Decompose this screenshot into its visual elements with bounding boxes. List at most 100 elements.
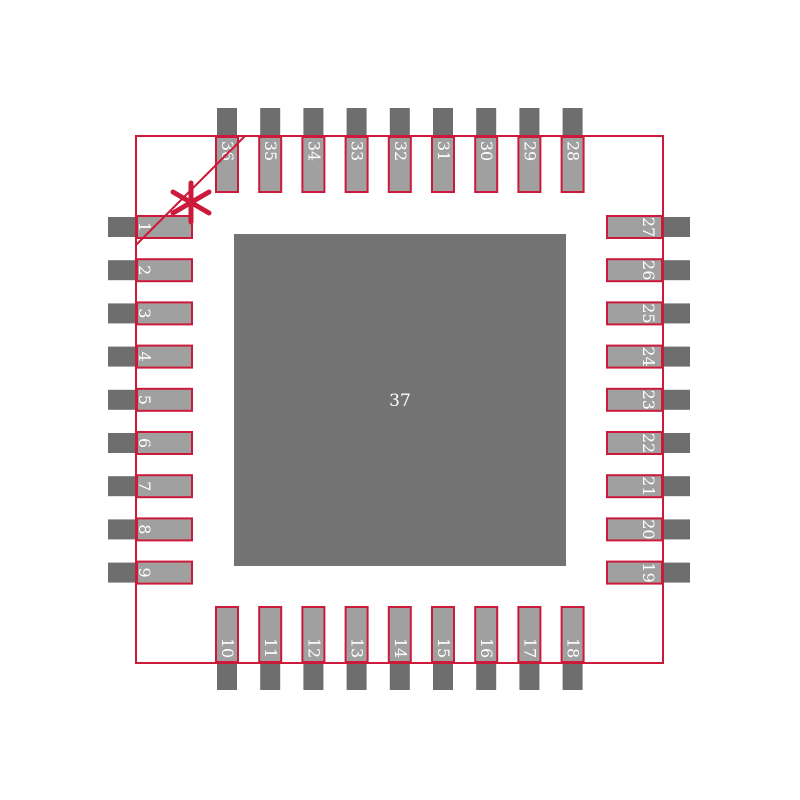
- pin-lead-15: [433, 662, 453, 690]
- pin-lead-31: [433, 108, 453, 138]
- pin-lead-7: [108, 476, 138, 497]
- pin-pad-21: [606, 474, 663, 499]
- pin-label-7: 7: [135, 481, 154, 491]
- pin-label-1: 1: [135, 222, 154, 232]
- pin-pad-4: [136, 344, 193, 369]
- pin-pad-8: [136, 517, 193, 542]
- pin-label-22: 22: [639, 433, 658, 453]
- pin-pad-14: [387, 606, 412, 663]
- pin-pad-19: [606, 560, 663, 585]
- pin-label-8: 8: [135, 524, 154, 534]
- pin-lead-5: [108, 389, 138, 410]
- pin-lead-19: [662, 562, 690, 583]
- pin-pad-5: [136, 387, 193, 412]
- pin-lead-21: [662, 476, 690, 497]
- pin-lead-18: [562, 662, 583, 690]
- pin-lead-29: [519, 108, 540, 138]
- pin-label-32: 32: [391, 141, 410, 161]
- pin-label-2: 2: [135, 265, 154, 275]
- pin-pad-18: [560, 606, 585, 663]
- pin-pad-15: [431, 606, 455, 663]
- pin-label-12: 12: [304, 638, 323, 658]
- pin-lead-17: [519, 662, 540, 690]
- pin-pad-9: [136, 560, 193, 585]
- pin-label-27: 27: [639, 217, 658, 237]
- pin-lead-3: [108, 303, 138, 324]
- pin-pad-30: [474, 136, 499, 193]
- pin-label-15: 15: [434, 638, 453, 658]
- pin-pad-23: [606, 387, 663, 412]
- pin-lead-22: [662, 433, 690, 453]
- pin-pad-35: [258, 136, 283, 193]
- pin-label-35: 35: [261, 141, 280, 161]
- pin-lead-20: [662, 519, 690, 540]
- pin-label-23: 23: [639, 390, 658, 410]
- pin-label-24: 24: [639, 346, 658, 366]
- pin-lead-26: [662, 260, 690, 281]
- pin-lead-14: [389, 662, 410, 690]
- pin-pad-24: [606, 344, 663, 369]
- exposed-pad-label: 37: [389, 391, 411, 411]
- pin-label-3: 3: [135, 308, 154, 318]
- pin-lead-2: [108, 260, 138, 281]
- pin-pad-33: [344, 136, 369, 193]
- pin-lead-23: [662, 389, 690, 410]
- pin-lead-28: [562, 108, 583, 138]
- pin-lead-8: [108, 519, 138, 540]
- pin-label-34: 34: [304, 141, 323, 161]
- pin-pad-11: [258, 606, 283, 663]
- pin-lead-11: [260, 662, 281, 690]
- pin-pad-22: [606, 431, 663, 455]
- pin-pad-32: [387, 136, 412, 193]
- pin-lead-35: [260, 108, 281, 138]
- pin-label-6: 6: [135, 438, 154, 448]
- pin-lead-13: [346, 662, 367, 690]
- pin-label-16: 16: [477, 638, 496, 658]
- pin-label-5: 5: [135, 395, 154, 405]
- pin-pad-12: [301, 606, 326, 663]
- asterisk-pin1-marker-icon: [170, 180, 212, 225]
- pin-pad-6: [136, 431, 193, 455]
- pin-label-11: 11: [261, 638, 280, 658]
- pin-pad-16: [474, 606, 499, 663]
- pin-lead-6: [108, 433, 138, 453]
- pin-lead-30: [476, 108, 497, 138]
- pin-label-30: 30: [477, 141, 496, 161]
- pin-label-10: 10: [218, 638, 237, 658]
- pin-label-36: 36: [218, 141, 237, 161]
- pin-label-13: 13: [348, 638, 367, 658]
- pin-pad-27: [606, 215, 663, 239]
- pin-lead-1: [108, 217, 138, 237]
- pin-pad-7: [136, 474, 193, 499]
- pin-lead-25: [662, 303, 690, 324]
- pin-label-29: 29: [520, 141, 539, 161]
- pin-pad-29: [517, 136, 542, 193]
- pin-label-19: 19: [639, 562, 658, 582]
- pin-pad-26: [606, 258, 663, 283]
- pin-pad-31: [431, 136, 455, 193]
- pin-lead-9: [108, 562, 138, 583]
- pin-pad-25: [606, 301, 663, 326]
- pin-lead-33: [346, 108, 367, 138]
- pin-lead-32: [389, 108, 410, 138]
- pin-pad-3: [136, 301, 193, 326]
- pin-label-26: 26: [639, 260, 658, 280]
- pin-pad-10: [215, 606, 239, 663]
- pin-label-20: 20: [639, 519, 658, 539]
- pin-pad-28: [560, 136, 585, 193]
- pin-label-33: 33: [348, 141, 367, 161]
- pin-pad-13: [344, 606, 369, 663]
- pin-label-14: 14: [391, 638, 410, 658]
- pin-lead-36: [217, 108, 237, 138]
- pin-lead-10: [217, 662, 237, 690]
- pin-label-18: 18: [564, 638, 583, 658]
- pin-label-17: 17: [520, 638, 539, 658]
- pin-lead-34: [303, 108, 324, 138]
- pin-pad-20: [606, 517, 663, 542]
- pin-lead-24: [662, 346, 690, 367]
- pin-pad-17: [517, 606, 542, 663]
- pin-lead-16: [476, 662, 497, 690]
- pin-label-21: 21: [639, 476, 658, 496]
